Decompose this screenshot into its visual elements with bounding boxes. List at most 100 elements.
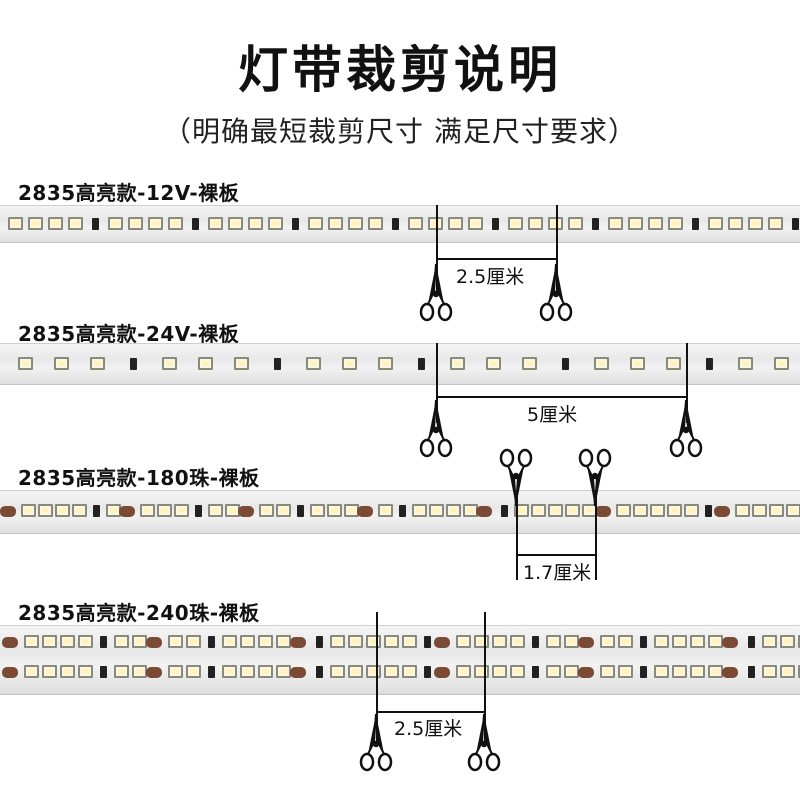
led-chip	[68, 217, 83, 230]
led-chip	[456, 635, 471, 648]
led-chip	[510, 665, 525, 678]
led-chip	[608, 217, 623, 230]
led-chip	[408, 217, 423, 230]
measure-line	[436, 396, 688, 398]
led-chip	[54, 357, 69, 370]
led-chip	[228, 217, 243, 230]
solder-pad	[2, 637, 18, 648]
led-chip	[276, 635, 291, 648]
solder-pad	[119, 506, 135, 517]
led-chip	[508, 217, 523, 230]
resistor	[100, 636, 107, 648]
led-chip	[168, 665, 183, 678]
led-chip	[306, 357, 321, 370]
led-chip	[208, 217, 223, 230]
led-chip	[48, 217, 63, 230]
page-title: 灯带裁剪说明	[238, 41, 562, 99]
led-chip	[650, 504, 665, 517]
led-chip	[798, 635, 800, 648]
led-chip	[564, 635, 579, 648]
led-chip	[738, 357, 753, 370]
led-chip	[259, 504, 274, 517]
solder-pad	[595, 506, 611, 517]
resistor	[640, 636, 647, 648]
cut-line-left	[436, 205, 438, 293]
solder-pad	[578, 637, 594, 648]
page-subtitle: （明确最短裁剪尺寸 满足尺寸要求）	[163, 115, 637, 148]
resistor	[792, 218, 799, 230]
resistor	[532, 636, 539, 648]
led-chip	[528, 217, 543, 230]
scissors-icon	[419, 262, 453, 324]
solder-pad	[146, 667, 162, 678]
led-chip	[168, 217, 183, 230]
led-chip	[564, 665, 579, 678]
led-chip	[728, 217, 743, 230]
cut-line-right	[686, 343, 688, 423]
scissors-icon	[359, 712, 393, 774]
resistor	[399, 505, 406, 517]
led-chip	[546, 635, 561, 648]
cut-line-left	[516, 490, 518, 580]
led-chip	[768, 217, 783, 230]
led-chip	[769, 504, 784, 517]
resistor	[195, 505, 202, 517]
section-label-240: 2835高亮款-240珠-裸板	[18, 601, 260, 625]
resistor	[130, 358, 137, 370]
led-chip	[234, 357, 249, 370]
solder-pad	[578, 667, 594, 678]
resistor	[208, 636, 215, 648]
led-chip	[342, 357, 357, 370]
led-chip	[531, 504, 546, 517]
cut-length-label: 5厘米	[525, 400, 580, 427]
led-chip	[468, 217, 483, 230]
led-chip	[72, 504, 87, 517]
led-chip	[654, 635, 669, 648]
solder-pad	[722, 637, 738, 648]
cut-line-left	[376, 612, 378, 747]
resistor	[208, 666, 215, 678]
led-chip	[786, 504, 800, 517]
led-chip	[258, 665, 273, 678]
led-strip-12v	[0, 205, 800, 243]
cut-length-label: 1.7厘米	[521, 558, 594, 585]
led-chip	[748, 217, 763, 230]
led-chip	[42, 665, 57, 678]
scissors-icon	[467, 712, 501, 774]
led-chip	[594, 357, 609, 370]
resistor	[297, 505, 304, 517]
led-chip	[616, 504, 631, 517]
resistor	[532, 666, 539, 678]
resistor	[705, 505, 712, 517]
resistor	[424, 636, 431, 648]
led-chip	[708, 217, 723, 230]
led-chip	[402, 665, 417, 678]
resistor	[192, 218, 199, 230]
led-chip	[174, 504, 189, 517]
solder-pad	[434, 667, 450, 678]
led-chip	[208, 504, 223, 517]
led-chip	[55, 504, 70, 517]
led-chip	[667, 504, 682, 517]
cut-line-right	[556, 205, 558, 293]
resistor	[748, 666, 755, 678]
led-chip	[90, 357, 105, 370]
led-chip	[198, 357, 213, 370]
led-chip	[327, 504, 342, 517]
solder-pad	[357, 506, 373, 517]
led-chip	[114, 635, 129, 648]
led-chip	[672, 665, 687, 678]
led-chip	[492, 665, 507, 678]
led-chip	[132, 635, 147, 648]
section-label-12v: 2835高亮款-12V-裸板	[18, 181, 240, 205]
solder-pad	[238, 506, 254, 517]
led-chip	[708, 635, 723, 648]
led-chip	[654, 665, 669, 678]
led-chip	[402, 635, 417, 648]
led-chip	[618, 665, 633, 678]
solder-pad	[290, 637, 306, 648]
solder-pad	[722, 667, 738, 678]
led-chip	[348, 635, 363, 648]
led-chip	[378, 504, 393, 517]
led-chip	[24, 665, 39, 678]
